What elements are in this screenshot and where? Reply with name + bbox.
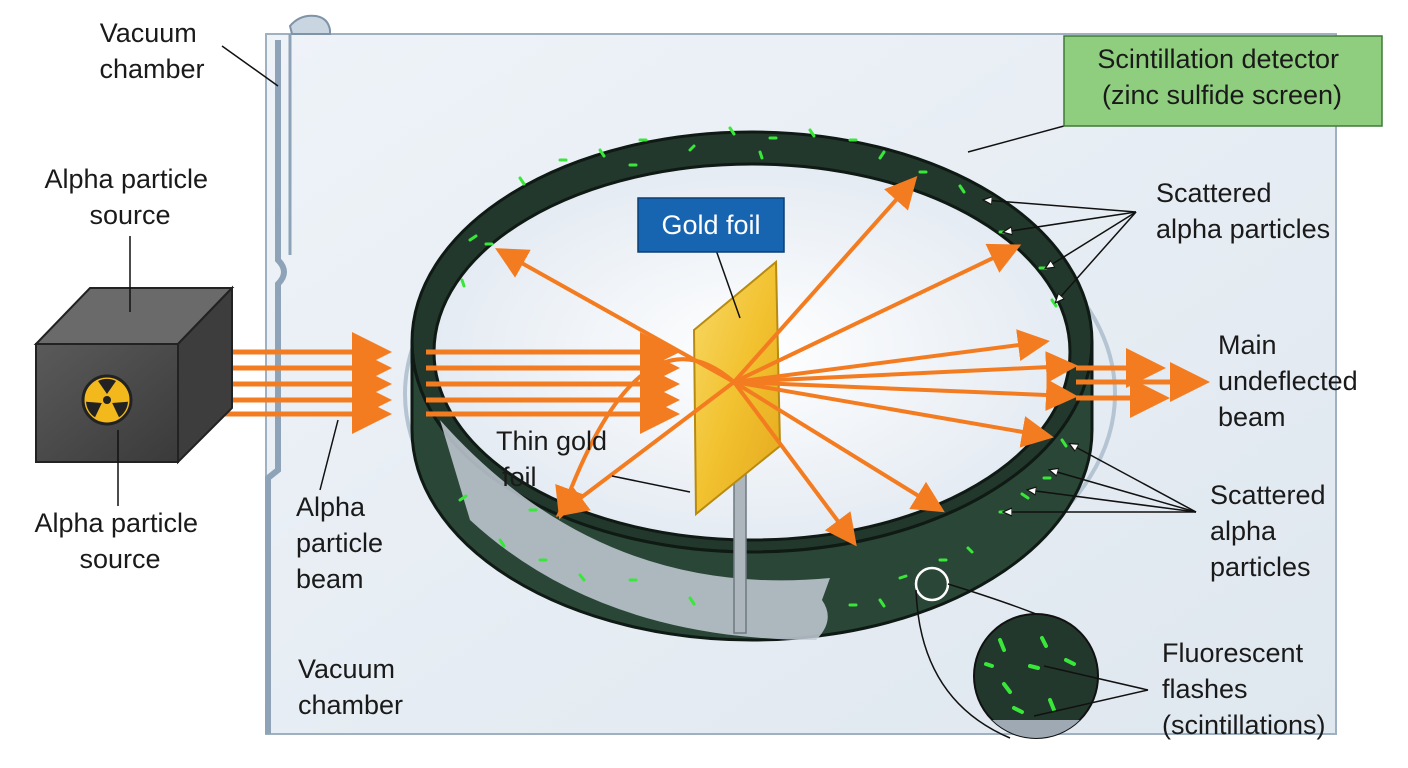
label-vacuum-chamber-bottom: Vacuum chamber — [298, 654, 403, 720]
label-scintillation-detector: Scintillation detector (zinc sulfide scr… — [1097, 44, 1346, 110]
label-fluorescent-flashes: Fluorescent flashes (scintillations) — [1162, 638, 1326, 740]
pointer-lines — [117, 45, 1197, 717]
alpha-beam-scattered — [495, 176, 1078, 547]
label-alpha-source-bottom: Alpha particle source — [34, 508, 205, 574]
label-alpha-beam: Alpha particle beam — [296, 492, 391, 594]
radiation-icon — [81, 374, 133, 426]
main-undeflected-beam — [1076, 348, 1210, 418]
label-scattered-bottom: Scattered alpha particles — [1210, 480, 1333, 582]
label-vacuum-chamber-top: Vacuum chamber — [99, 18, 204, 84]
label-main-beam: Main undeflected beam — [1218, 330, 1365, 432]
alpha-particle-source — [33, 285, 235, 465]
label-alpha-source-top: Alpha particle source — [44, 164, 215, 230]
detector-label-box — [1063, 35, 1383, 127]
label-thin-gold-foil: Thin gold foil — [496, 426, 615, 492]
label-gold-foil: Gold foil — [661, 210, 760, 240]
label-scattered-top: Scattered alpha particles — [1156, 178, 1330, 244]
gold-foil-label-box — [637, 197, 785, 253]
